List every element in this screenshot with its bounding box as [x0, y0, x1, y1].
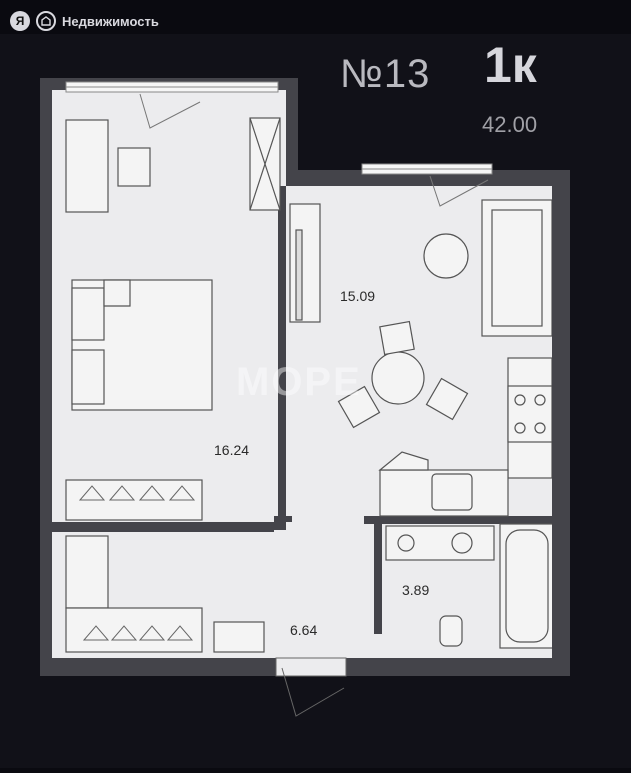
- kitchen-sink: [431, 473, 473, 511]
- apartment-number: №13: [340, 52, 431, 96]
- washer-icon: [397, 534, 415, 552]
- total-area: 42.00: [482, 112, 538, 137]
- toilet: [439, 615, 463, 647]
- yandex-logo-icon: Я: [10, 11, 30, 31]
- room-area-bedroom: 16.24: [214, 442, 250, 458]
- brand-header[interactable]: Я Недвижимость: [10, 8, 159, 34]
- entry-door: [275, 657, 347, 717]
- room-area-bathroom: 3.89: [402, 582, 430, 598]
- hanger-icons-bedroom: [78, 485, 196, 501]
- plant-table: [423, 233, 469, 279]
- room-area-kitchen: 15.09: [340, 288, 376, 304]
- dining-table: [371, 351, 425, 405]
- hanger-icons-hall: [82, 625, 194, 641]
- brand-name: Недвижимость: [62, 13, 159, 29]
- stove: [507, 385, 553, 443]
- watermark-text: МОРЕ: [236, 360, 362, 404]
- desk: [65, 119, 109, 213]
- tv-unit: [289, 203, 321, 323]
- hallway-furniture: [65, 535, 265, 653]
- chair: [117, 147, 151, 187]
- kitchen-furniture: [289, 199, 553, 517]
- room-area-hallway: 6.64: [290, 622, 318, 638]
- bathroom-fixtures: [385, 523, 555, 649]
- bath-sink: [451, 532, 473, 554]
- hallway-wardrobe: [65, 607, 203, 653]
- window-swings: [139, 93, 489, 207]
- apartment-type: 1к: [484, 37, 537, 93]
- bench: [213, 621, 265, 653]
- windows: [65, 81, 493, 175]
- realty-icon: [36, 11, 56, 31]
